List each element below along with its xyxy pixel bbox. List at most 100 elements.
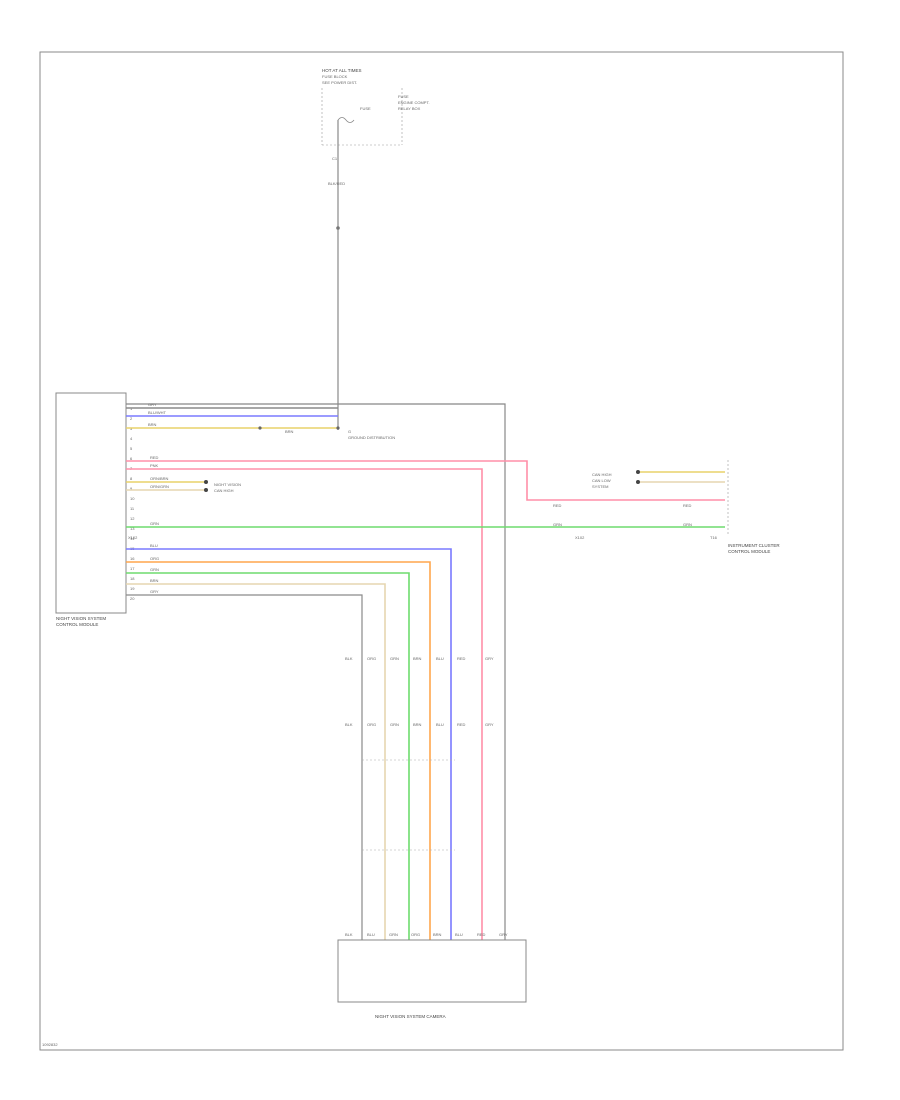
power-supply-line-1: HOT AT ALL TIMES (322, 68, 362, 73)
right-can-high-connector (636, 470, 640, 474)
module-pin-4: 4 (130, 436, 133, 441)
wire-top-grey-label: GRY (148, 402, 157, 407)
wire-pink-right-label: RED (553, 503, 562, 508)
power-supply-line-2: FUSE BLOCK (322, 74, 348, 79)
camera-pin-4: BRN (433, 932, 442, 937)
module-pin-20: 20 (130, 596, 135, 601)
ground-line: GROUND DISTRIBUTION (348, 435, 395, 440)
module-pin-13: 13 (130, 526, 135, 531)
fuse-line-2: ENGINE COMPT. (398, 100, 430, 105)
connector-row-2-label-0: BLK (345, 722, 353, 727)
module-pin-12: 12 (130, 516, 135, 521)
camera-pin-1: BLU (367, 932, 375, 937)
connector-row-2-label-4: BLU (436, 722, 444, 727)
module-pin-5: 5 (130, 446, 133, 451)
connector-row-1-label-0: BLK (345, 656, 353, 661)
can-low-connector (204, 488, 208, 492)
wire-blue-bottom (126, 548, 452, 940)
wire-pink-2-label: PNK (150, 463, 159, 468)
wire-green-label: GRN (150, 521, 159, 526)
fuse-line-1: FUSE (398, 94, 409, 99)
x-label-left: X102 (128, 535, 138, 540)
connector-row-2-label-3: BRN (413, 722, 422, 727)
connector-row-2-label-6: GRY (485, 722, 494, 727)
module-pin-11: 11 (130, 506, 135, 511)
connector-row-2-label-5: RED (457, 722, 466, 727)
wire-green-label-2: GRN (553, 522, 562, 527)
can-high-connector (204, 480, 208, 484)
right-module-line-1: INSTRUMENT CLUSTER (728, 543, 780, 548)
module-pin-18: 18 (130, 576, 135, 581)
connector-row-2-label-1: ORG (367, 722, 376, 727)
module-pin-17: 17 (130, 566, 135, 571)
right-can-line-3: SYSTEM (592, 484, 608, 489)
wire-pink-1 (126, 460, 725, 501)
fuse-symbol (337, 117, 355, 123)
right-can-line-1: CAN HIGH (592, 472, 612, 477)
footer-code: 1092832 (42, 1042, 58, 1047)
can-line-1: CAN HIGH (214, 488, 234, 493)
wire-green-label-3: GRN (683, 522, 692, 527)
left-module: NIGHT VISION SYSTEM CONTROL MODULE (55, 392, 127, 627)
yellow-splice (258, 426, 262, 430)
module-pin-2: 2 (130, 416, 133, 421)
camera: NIGHT VISION SYSTEM CAMERA (337, 939, 527, 1019)
right-can-line-2: CAN LOW (592, 478, 611, 483)
camera-pin-7: GRY (499, 932, 508, 937)
camera-pin-6: RED (477, 932, 486, 937)
connector-row-1-label-3: BRN (413, 656, 422, 661)
right-module-line-2: CONTROL MODULE (728, 549, 770, 554)
module-pin-10: 10 (130, 496, 135, 501)
camera-label: NIGHT VISION SYSTEM CAMERA (375, 1014, 446, 1019)
wire-grey-bottom (126, 594, 363, 940)
feed-splice (336, 226, 340, 230)
connector-row-1-label-5: RED (457, 656, 466, 661)
wire-green-bottom-label: GRN (150, 567, 159, 572)
connector-rows: BLK ORG GRN BRN BLU RED GRY BLK ORG GRN BRN BLU RED G… (345, 656, 494, 727)
right-can-low-connector (636, 480, 640, 484)
connector-row-1-label-4: BLU (436, 656, 444, 661)
wire-can-high-label: ORN/BRN (150, 476, 169, 481)
wire-blue-bottom-label: BLU (150, 543, 158, 548)
camera-pin-5: BLU (455, 932, 463, 937)
power-wire-label: BLK/RED (328, 181, 345, 186)
connector-row-1-label-6: GRY (485, 656, 494, 661)
wire-beige-bottom (126, 583, 386, 940)
wire-top-blue-label: BLU/WHT (148, 410, 167, 415)
module-pin-labels: 1234567891011121314151617181920 (130, 406, 135, 601)
fuse-line-3: RELAY BOX (398, 106, 421, 111)
module-pin-14: 14 (130, 536, 135, 541)
wire-pink-2 (126, 468, 483, 940)
wire-orange-bottom (126, 561, 431, 940)
fuse-label: FUSE (360, 106, 371, 111)
power-pin-label: C1 (332, 156, 338, 161)
harness-outline (126, 403, 506, 940)
module-pin-16: 16 (130, 556, 135, 561)
module-pin-6: 6 (130, 456, 133, 461)
camera-pin-3: ORG (411, 932, 420, 937)
wire-pink-1-label: RED (150, 455, 159, 460)
wire-can-low-label: ORN/GRN (150, 484, 169, 489)
camera-pin-2: GRN (389, 932, 398, 937)
camera-pins: BLK BLU GRN ORG BRN BLU RED GRY (345, 932, 508, 937)
module-pin-8: 8 (130, 476, 133, 481)
connector-row-2-label-2: GRN (390, 722, 399, 727)
yellow-feed-splice (336, 426, 340, 430)
diagram-frame (39, 51, 844, 1051)
x-label-mid: X102 (575, 535, 585, 540)
wire-green-bottom (126, 572, 410, 940)
ground-label: G (348, 429, 351, 434)
camera-pin-0: BLK (345, 932, 353, 937)
left-module-line-1: NIGHT VISION SYSTEM (56, 616, 106, 621)
right-module: INSTRUMENT CLUSTER CONTROL MODULE (727, 460, 780, 554)
x-label-right: T16 (710, 535, 718, 540)
wire-beige-bottom-label: BRN (150, 578, 159, 583)
can-label: NIGHT VISION (214, 482, 241, 487)
wire-pink-right-label-2: RED (683, 503, 692, 508)
wire-grey-bottom-label: GRY (150, 589, 159, 594)
module-pin-19: 19 (130, 586, 135, 591)
left-module-line-2: CONTROL MODULE (56, 622, 98, 627)
connector-row-1-label-1: ORG (367, 656, 376, 661)
connector-row-1-label-2: GRN (390, 656, 399, 661)
